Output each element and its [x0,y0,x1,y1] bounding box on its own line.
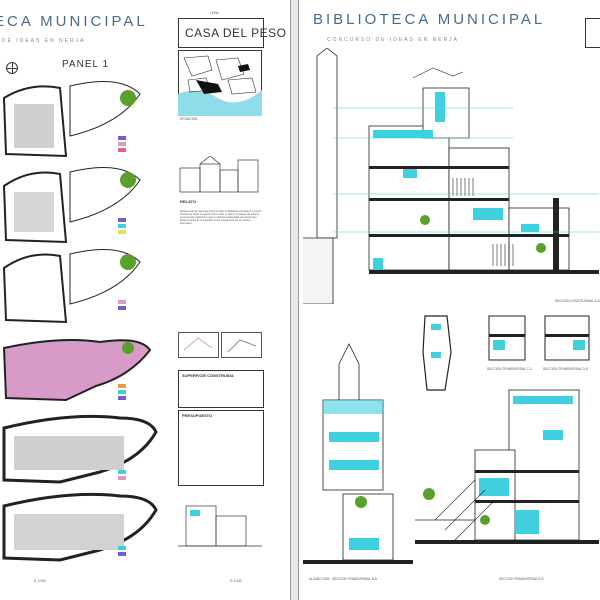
longitudinal-section [303,48,599,304]
alzado-label: ALZADO SUR - SECCION TRANSVERSAL B-B [309,577,378,581]
facade-elevation [179,156,259,193]
right-sheet: BIBLIOTECA MUNICIPAL CONCURSO DE IDEAS E… [298,0,600,600]
situacion-label: SITUACION [180,117,198,121]
north-arrow-icon [6,62,18,74]
section-b-label: SECCION TRANSVERSAL E-E [499,577,544,581]
lema-title: CASA DEL PESO [185,26,287,40]
concept-sketches [178,332,262,358]
right-subtitle: CONCURSO DE IDEAS EN NERJA [327,37,460,43]
right-lema-box [585,18,600,48]
presupuesto-box: PRESUPUESTO [178,410,264,486]
lema-label: LEMA [210,11,219,15]
section-d-label: SECCION TRANSVERSAL D-D [543,367,589,371]
south-elevation [303,343,413,564]
situation-map [178,50,262,116]
left-sheet: ECA MUNICIPAL DE IDEAS EN NERJA PANEL 1 … [0,0,291,600]
superficie-box: SUPERFICIE CONSTRUIDA [178,370,264,408]
section-c-label: SECCION TRANSVERSAL C-C [487,367,533,371]
left-subtitle: DE IDEAS EN NERJA [2,38,86,44]
section-c [488,315,526,361]
relato-heading: RELATO [180,199,197,204]
superficie-heading: SUPERFICIE CONSTRUIDA [182,373,234,378]
lema-box: CASA DEL PESO [178,18,286,48]
sheet-gutter [290,0,298,600]
left-title: ECA MUNICIPAL [0,13,148,30]
transverse-section [415,389,599,544]
section-d [544,315,590,361]
floor-plans [2,81,158,562]
right-title: BIBLIOTECA MUNICIPAL [313,11,546,28]
plan-detail [422,315,452,391]
small-section [178,505,262,547]
relato-text: Escaso texto del relato del proyecto sob… [180,210,262,225]
presupuesto-heading: PRESUPUESTO [182,413,213,418]
panel-label: PANEL 1 [62,59,110,70]
section-long-label: SECCION LONGITUDINAL A-A [555,299,600,303]
scale-left: E: 1/100 [34,579,46,583]
scale-right: E: 1/100 [230,579,242,583]
